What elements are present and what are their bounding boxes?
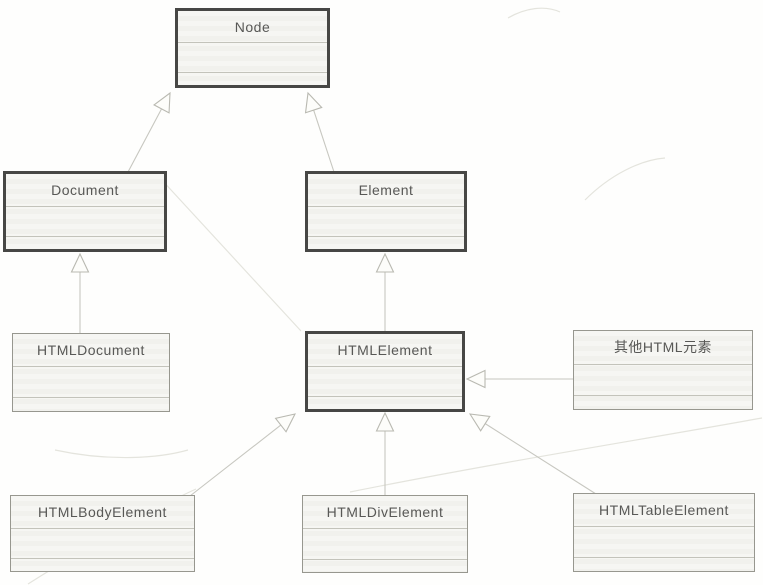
hollow-triangle-arrowhead: [153, 91, 171, 114]
operations-compartment: [574, 557, 754, 571]
class-box-html-document: HTMLDocument: [12, 333, 170, 412]
inheritance-edges: [70, 91, 597, 497]
operations-compartment: [178, 71, 327, 85]
inheritance-line: [189, 424, 282, 497]
inheritance-line: [313, 109, 335, 173]
class-box-document: Document: [3, 171, 167, 252]
hollow-triangle-arrowhead: [468, 413, 491, 432]
hollow-triangle-arrowhead: [304, 91, 323, 114]
class-name-label: 其他HTML元素: [613, 339, 713, 356]
operations-compartment: [308, 235, 464, 249]
class-box-element: Element: [305, 171, 467, 252]
scan-artifact-curve: [507, 7, 561, 19]
class-name-label: HTMLBodyElement: [38, 503, 167, 520]
inheritance-arrow-html-document-to-document: [70, 252, 90, 333]
class-name-label: Element: [358, 181, 414, 198]
operations-compartment: [574, 395, 752, 409]
attributes-compartment: [11, 527, 194, 558]
operations-compartment: [13, 397, 169, 411]
attributes-compartment: [308, 365, 462, 396]
scan-artifact-curve: [54, 449, 189, 459]
class-name-label: HTMLTableElement: [599, 502, 729, 519]
attributes-compartment: [574, 363, 752, 395]
class-name-label: HTMLElement: [337, 341, 433, 358]
hollow-triangle-arrowhead: [465, 369, 486, 389]
attributes-compartment: [308, 205, 464, 236]
inheritance-arrow-element-to-node: [304, 91, 335, 173]
class-name-label: HTMLDocument: [37, 342, 145, 359]
inheritance-arrow-html-element-to-element: [375, 252, 395, 331]
hollow-triangle-arrowhead: [375, 411, 395, 432]
operations-compartment: [11, 557, 194, 571]
class-box-html-body-element: HTMLBodyElement: [10, 495, 195, 572]
operations-compartment: [308, 395, 462, 409]
class-name-label: Node: [234, 18, 271, 35]
class-box-html-element: HTMLElement: [305, 331, 465, 412]
attributes-compartment: [303, 527, 467, 559]
class-box-html-div-element: HTMLDivElement: [302, 495, 468, 573]
inheritance-line: [127, 108, 163, 173]
attributes-compartment: [6, 205, 164, 236]
class-name-label: HTMLDivElement: [326, 503, 444, 520]
hollow-triangle-arrowhead: [70, 252, 90, 273]
class-name-label: Document: [51, 181, 119, 198]
operations-compartment: [303, 558, 467, 572]
class-box-html-table-element: HTMLTableElement: [573, 493, 755, 572]
scan-artifact-curve: [159, 177, 302, 332]
attributes-compartment: [574, 526, 754, 557]
inheritance-arrow-html-body-element-to-html-element: [189, 413, 297, 497]
hollow-triangle-arrowhead: [375, 252, 395, 273]
inheritance-arrow-other-html-elements-to-html-element: [465, 369, 573, 389]
scan-artifact-curve: [584, 157, 666, 201]
operations-compartment: [6, 235, 164, 249]
hollow-triangle-arrowhead: [274, 413, 297, 433]
inheritance-arrow-document-to-node: [127, 91, 171, 173]
inheritance-arrow-html-table-element-to-html-element: [468, 413, 597, 495]
inheritance-arrow-html-div-element-to-html-element: [375, 411, 395, 495]
class-box-other-html-elements: 其他HTML元素: [573, 330, 753, 410]
scan-artifact-curve: [349, 417, 763, 493]
attributes-compartment: [13, 366, 169, 397]
attributes-compartment: [178, 42, 327, 72]
inheritance-line: [484, 423, 597, 495]
class-box-node: Node: [175, 8, 330, 88]
